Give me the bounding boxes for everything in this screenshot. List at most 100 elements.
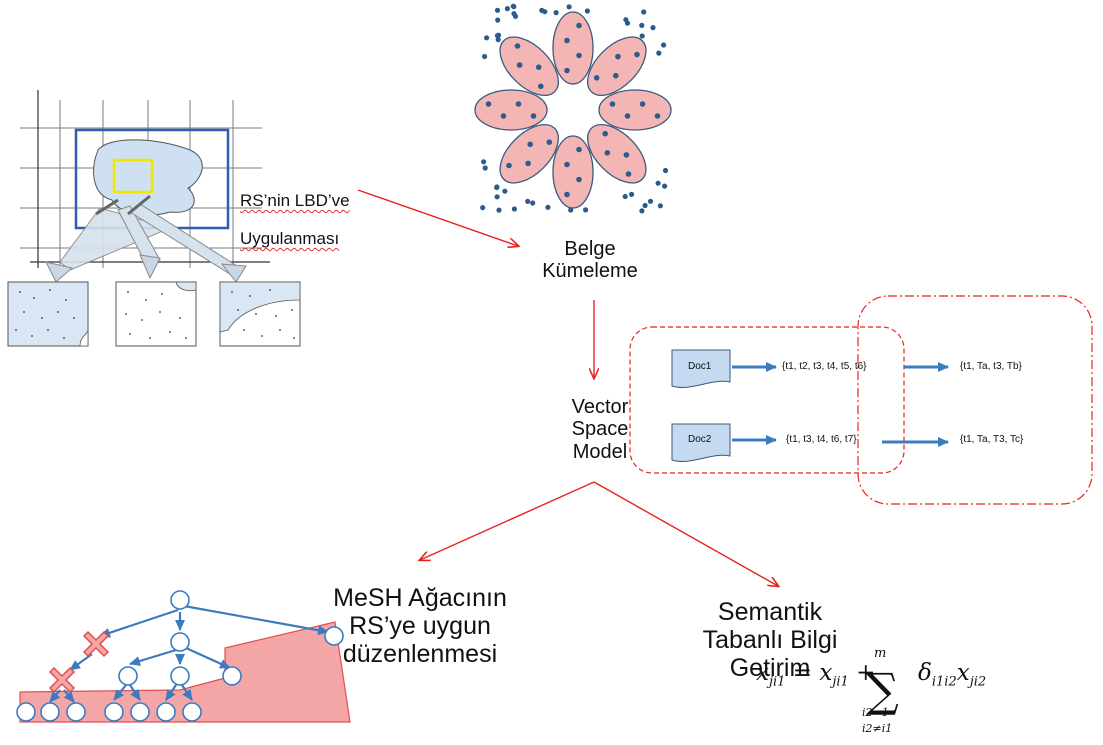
scatter-dot (484, 35, 490, 41)
cluster-dot (485, 101, 492, 107)
removed-node-icon (48, 666, 76, 694)
mesh-tree-figure (16, 590, 351, 723)
scatter-dot (624, 20, 631, 26)
formula-sum-top: m (874, 646, 887, 661)
scatter-dot (583, 207, 589, 213)
formula-sum-bottom1: i2=1 (862, 706, 889, 719)
belge-label: Belge Kümeleme (542, 238, 638, 283)
scatter-dot (502, 188, 508, 194)
cluster-dot (576, 22, 582, 29)
cluster-dot (576, 146, 582, 153)
vsm-label: Vector Space Model (571, 396, 629, 463)
scatter-dot (642, 202, 648, 209)
scatter-dot (629, 191, 635, 197)
scatter-dot (568, 207, 574, 213)
semantik-label: Semantik Tabanlı Bilgi Getirim (702, 598, 838, 682)
semantic-vector-1: {t1, Ta, t3, Tb} (960, 361, 1022, 372)
cluster-dot (624, 113, 631, 119)
scatter-dot (482, 165, 488, 171)
scatter-dot (622, 193, 628, 200)
scatter-dot (480, 205, 486, 211)
cluster-dot (639, 101, 646, 107)
semantic-vector-2: {t1, Ta, T3, Tc} (960, 434, 1024, 445)
cluster-petal (552, 135, 594, 209)
cluster-dot (515, 101, 522, 107)
scatter-dot (530, 200, 536, 206)
cluster-dot (576, 176, 582, 183)
cluster-dot (564, 37, 570, 44)
cluster-petal (552, 11, 594, 85)
cluster-dot (602, 130, 608, 137)
rs-label-line1: RS’nin LBD’ve (240, 191, 350, 211)
scatter-dot (639, 33, 645, 39)
doc-group-box-left (629, 326, 905, 474)
cluster-dot (625, 171, 632, 177)
cluster-dot (535, 64, 542, 70)
formula-sum-bottom2: i2≠i1 (862, 722, 893, 735)
cluster-dot (576, 52, 582, 59)
scatter-dot (545, 204, 551, 210)
scatter-dot (641, 9, 647, 15)
rs-label: RS’nin LBD’ve Uygulanması (240, 172, 370, 248)
scatter-dot (584, 8, 591, 14)
doc2-label: Doc2 (688, 434, 712, 445)
scatter-dot (542, 9, 548, 15)
scatter-dot (553, 10, 559, 16)
cluster-dot (516, 62, 523, 68)
formula-sum-sign: ∑ (866, 663, 899, 717)
cluster-dot (514, 43, 521, 49)
cluster-petal (474, 89, 548, 131)
scatter-dot (481, 159, 487, 165)
scatter-dot (639, 208, 645, 214)
cluster-dot (530, 113, 537, 119)
formula-rhs: δi1i2xji2 (918, 660, 987, 690)
scatter-dot (494, 7, 501, 13)
scatter-dot (504, 6, 510, 12)
scatter-dot (511, 206, 517, 212)
cluster-dot (564, 67, 570, 74)
scatter-dot (662, 183, 668, 189)
scatter-dot (511, 11, 517, 17)
cluster-dot (609, 101, 616, 107)
scatter-dot (496, 207, 502, 213)
scatter-dot (511, 4, 517, 10)
scatter-dot (661, 42, 667, 48)
arrow-vsm-to-mesh (420, 481, 595, 560)
cluster-dot (623, 152, 630, 158)
cluster-dot (593, 75, 600, 81)
removed-node-icon (82, 630, 110, 658)
cluster-dot (564, 191, 570, 198)
scatter-dot (494, 194, 500, 200)
cluster-dot (525, 160, 531, 167)
cluster-dot (564, 161, 570, 168)
scatter-dot (495, 17, 501, 23)
scatter-dot (650, 25, 656, 31)
scatter-dot (525, 198, 531, 204)
cluster-dot (634, 51, 640, 58)
scatter-dot (482, 53, 488, 60)
scatter-dot (657, 203, 664, 209)
cluster-petal (598, 89, 672, 131)
scatter-dot (566, 4, 572, 10)
cluster-petal (499, 124, 559, 184)
doc1-vector: {t1, t2, t3, t4, t5, t6} (782, 361, 867, 372)
scatter-dot (495, 37, 501, 43)
lbd-grid-figure (7, 90, 301, 347)
scatter-dot (655, 180, 661, 186)
arrow-rs-to-belge (357, 189, 518, 246)
scatter-dot (656, 50, 662, 56)
doc2-vector: {t1, t3, t4, t6, t7} (786, 434, 857, 445)
doc-group-box-right (857, 295, 1093, 505)
cluster-dot (615, 53, 621, 60)
scatter-dot (662, 167, 669, 174)
arrow-vsm-to-semantik (593, 481, 778, 586)
mesh-label: MeSH Ağacının RS’ye uygun düzenlenmesi (333, 584, 507, 668)
scatter-dot (494, 33, 501, 39)
cluster-dot (500, 113, 507, 119)
cluster-dot (604, 150, 611, 156)
doc2-icon (671, 423, 731, 462)
doc1-label: Doc1 (688, 361, 712, 372)
scatter-dot (494, 184, 500, 191)
cluster-petal (587, 36, 647, 96)
